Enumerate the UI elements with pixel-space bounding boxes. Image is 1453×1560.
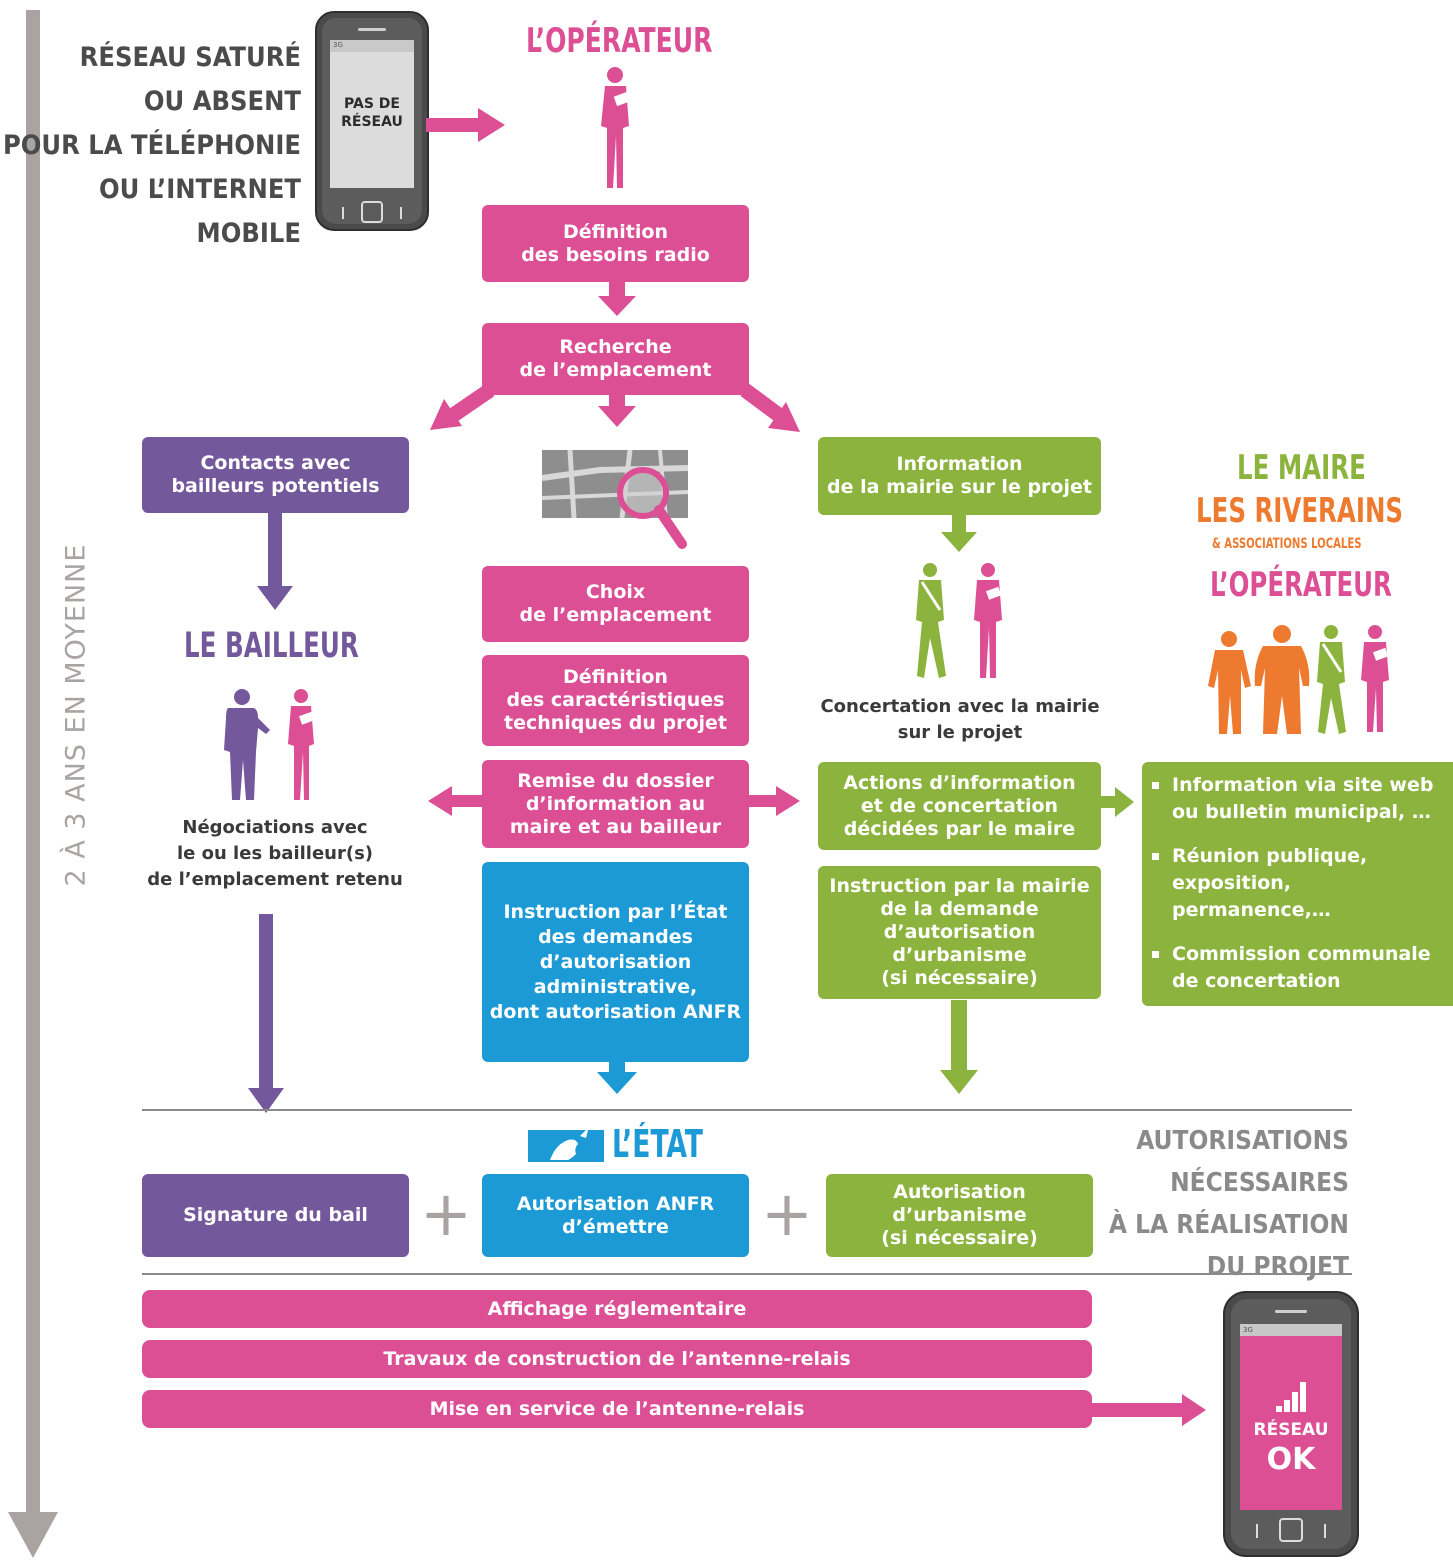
step-recherche-emplacement: Recherche de l’emplacement bbox=[482, 323, 749, 395]
operator-heading-top: L’OPÉRATEUR bbox=[526, 21, 713, 61]
step-instruction-mairie: Instruction par la mairie de la demande … bbox=[818, 866, 1101, 999]
divider-bottom bbox=[142, 1273, 1352, 1275]
caption-concertation: Concertation avec la mairie sur le proje… bbox=[820, 696, 1100, 743]
info-actions-list: Information via site web ou bulletin mun… bbox=[1142, 762, 1453, 1006]
mayor-person-icon bbox=[1317, 625, 1346, 734]
list-item: Information via site web ou bulletin mun… bbox=[1142, 772, 1453, 826]
caption-negociations: Négociations avec le ou les bailleur(s) … bbox=[147, 817, 403, 890]
map-magnifier-icon bbox=[541, 449, 689, 549]
start-condition-text: RÉSEAU SATURÉ OU ABSENT POUR LA TÉLÉPHON… bbox=[2, 42, 301, 249]
operator-person-icon bbox=[974, 563, 1002, 678]
resident-person-icon bbox=[1208, 631, 1251, 734]
phone-screen-text: PAS DE RÉSEAU bbox=[341, 96, 403, 130]
lessor-person-icon bbox=[224, 689, 270, 800]
etat-heading: L’ÉTAT bbox=[612, 1122, 703, 1166]
operator-person-icon bbox=[601, 67, 631, 188]
phone-status-3g: 3G bbox=[333, 41, 343, 49]
auth-signature-bail: Signature du bail bbox=[142, 1174, 409, 1257]
step-actions-information: Actions d’information et de concertation… bbox=[818, 762, 1101, 850]
list-item: Réunion publique, exposition, permanence… bbox=[1142, 843, 1453, 924]
step-contacts-bailleurs: Contacts avec bailleurs potentiels bbox=[142, 437, 409, 513]
bailleur-heading: LE BAILLEUR bbox=[184, 626, 359, 666]
phone-screen-text: RÉSEAU bbox=[1253, 1420, 1329, 1440]
operator-person-icon bbox=[288, 689, 315, 800]
mayor-person-icon bbox=[916, 563, 946, 678]
resident-person-icon bbox=[1254, 625, 1310, 734]
plus-sign: + bbox=[761, 1177, 813, 1250]
phone-network-ok-icon bbox=[1223, 1291, 1359, 1557]
riverains-heading: LES RIVERAINS bbox=[1196, 491, 1404, 531]
operator-heading-right: L’OPÉRATEUR bbox=[1210, 565, 1392, 605]
phone-status-3g: 3G bbox=[1243, 1326, 1253, 1334]
auth-anfr: Autorisation ANFR d’émettre bbox=[482, 1174, 749, 1257]
step-choix-emplacement: Choix de l’emplacement bbox=[482, 566, 749, 642]
timeline-arrow-icon bbox=[8, 10, 58, 1558]
associations-heading: & ASSOCIATIONS LOCALES bbox=[1212, 536, 1362, 552]
authorizations-label: AUTORISATIONS NÉCESSAIRES À LA RÉALISATI… bbox=[1108, 1126, 1349, 1282]
list-item: Commission communale de concertation bbox=[1142, 941, 1453, 995]
french-republic-logo-icon bbox=[528, 1130, 604, 1162]
final-step-travaux: Travaux de construction de l’antenne-rel… bbox=[142, 1340, 1092, 1378]
auth-urbanisme: Autorisation d’urbanisme (si nécessaire) bbox=[826, 1174, 1093, 1257]
phone-screen-text: OK bbox=[1266, 1442, 1316, 1477]
maire-heading: LE MAIRE bbox=[1237, 448, 1366, 488]
final-step-mise-en-service: Mise en service de l’antenne-relais bbox=[142, 1390, 1092, 1428]
operator-person-icon bbox=[1361, 625, 1389, 732]
phone-no-network-icon bbox=[315, 11, 429, 231]
step-information-mairie: Information de la mairie sur le projet bbox=[818, 437, 1101, 515]
step-instruction-etat: Instruction par l’État des demandes d’au… bbox=[482, 862, 749, 1062]
plus-sign: + bbox=[420, 1177, 472, 1250]
step-remise-dossier: Remise du dossier d’information au maire… bbox=[482, 760, 749, 848]
step-definition-besoins: Définition des besoins radio bbox=[482, 205, 749, 282]
step-definition-caracteristiques: Définition des caractéristiques techniqu… bbox=[482, 655, 749, 746]
final-step-affichage: Affichage réglementaire bbox=[142, 1290, 1092, 1328]
divider-top bbox=[142, 1109, 1352, 1111]
